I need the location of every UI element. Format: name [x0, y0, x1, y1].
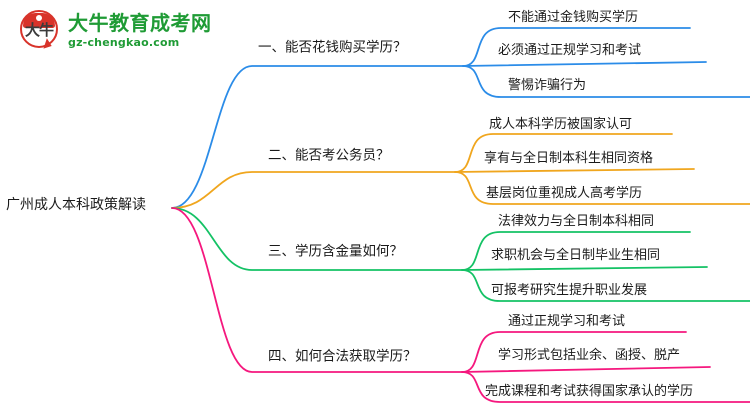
- child-node-3-1[interactable]: 法律效力与全日制本科相同: [498, 214, 655, 229]
- branch-node-2[interactable]: 二、能否考公务员？: [268, 147, 390, 164]
- child-node-3-3[interactable]: 可报考研究生提升职业发展: [491, 283, 648, 298]
- child-node-4-2[interactable]: 学习形式包括业余、函授、脱产: [498, 348, 681, 363]
- child-node-4-1[interactable]: 通过正规学习和考试: [508, 314, 626, 329]
- logo-text-block: 大牛教育成考网 gz-chengkao.com: [68, 13, 212, 48]
- logo-bull-icon: 大牛: [18, 9, 62, 51]
- logo-url: gz-chengkao.com: [68, 35, 180, 49]
- child-node-2-1[interactable]: 成人本科学历被国家认可: [489, 117, 633, 132]
- child-node-4-3[interactable]: 完成课程和考试获得国家承认的学历: [485, 384, 694, 399]
- child-node-2-3[interactable]: 基层岗位重视成人高考学历: [486, 186, 643, 201]
- branch-node-3[interactable]: 三、学历含金量如何？: [268, 243, 403, 260]
- child-node-2-2[interactable]: 享有与全日制本科生相同资格: [484, 151, 654, 166]
- logo-title: 大牛教育成考网: [68, 10, 212, 35]
- child-node-1-1[interactable]: 不能通过金钱购买学历: [508, 10, 639, 25]
- child-node-3-2[interactable]: 求职机会与全日制毕业生相同: [491, 248, 661, 263]
- child-node-1-3[interactable]: 警惕诈骗行为: [508, 78, 587, 93]
- site-logo: 大牛 大牛教育成考网 gz-chengkao.com: [18, 6, 211, 54]
- branch-node-1[interactable]: 一、能否花钱购买学历？: [258, 39, 407, 56]
- mindmap-root-node[interactable]: 广州成人本科政策解读: [6, 197, 146, 213]
- child-node-1-2[interactable]: 必须通过正规学习和考试: [498, 43, 642, 58]
- logo-mark-text: 大牛: [24, 21, 54, 39]
- logo-cap-shape: [23, 13, 55, 28]
- branch-node-4[interactable]: 四、如何合法获取学历？: [268, 348, 417, 365]
